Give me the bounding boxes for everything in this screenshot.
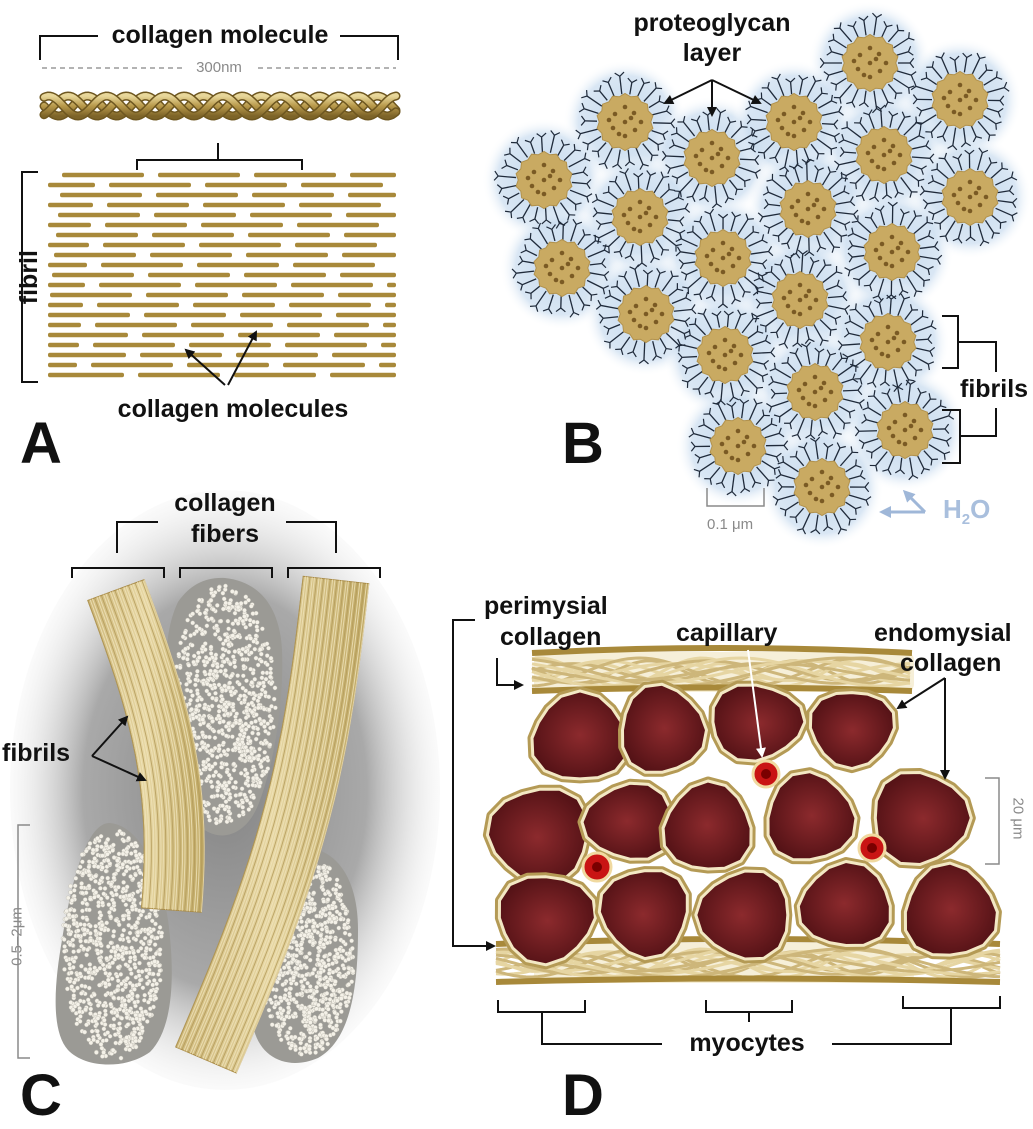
collagen-fibers-label-2: fibers (190, 520, 260, 548)
proteoglycan-arrow-1 (663, 79, 713, 104)
fibril-connector (136, 143, 303, 170)
myocyte-bracket-3 (832, 996, 1001, 1045)
panel-b (482, 1, 1032, 549)
fiber-bracket-middle (179, 567, 273, 578)
scale-bar-d (985, 777, 1000, 865)
capillary-arrow (747, 649, 766, 758)
panel-letter-c: C (20, 1063, 62, 1128)
molecule-arrow-right (227, 330, 257, 386)
panel-letter-a: A (20, 411, 62, 476)
fibril-dots (60, 583, 356, 1061)
fibrils-label-c: fibrils (2, 739, 71, 767)
molecule-bracket (39, 35, 399, 60)
scale-label-b: 0.1 μm (707, 516, 754, 533)
capillary-label: capillary (676, 619, 778, 647)
panel-d (452, 619, 1002, 1045)
capillaries (581, 759, 887, 883)
endomysial-label-2: collagen (900, 649, 1002, 677)
panel-letter-d: D (562, 1063, 604, 1128)
water-label: H2O (943, 494, 991, 529)
collagen-molecules-label: collagen molecules (117, 395, 349, 423)
myocyte-bracket-2 (705, 1000, 793, 1022)
endomysial-label-1: endomysial (874, 619, 1012, 647)
panel-a (21, 35, 401, 386)
proteoglycan-arrow-3 (711, 79, 762, 105)
fibrils-label-b: fibrils (960, 375, 1029, 403)
myocytes (482, 679, 1002, 970)
fiber-bracket-right (287, 567, 381, 578)
triple-helix-icon (39, 91, 401, 121)
scale-label-d: 20 μm (1009, 797, 1027, 840)
collagen-molecule-label: collagen molecule (111, 21, 329, 49)
collagen-fiber-right (175, 575, 370, 1074)
proteoglycan-label: proteoglycan (633, 9, 791, 37)
molecule-arrow-left (184, 348, 226, 386)
fibril-label: fibril (14, 250, 43, 305)
perimysial-bracket (452, 619, 496, 951)
perimysium-top (531, 645, 914, 694)
fibrils-bracket-top (942, 315, 997, 372)
fibrils-arrow-1 (91, 715, 129, 757)
myocytes-label: myocytes (689, 1029, 805, 1057)
perimysial-label-1: perimysial (484, 592, 608, 620)
water-arrow-2 (902, 489, 927, 514)
fibril-cross-sections (493, 12, 1018, 535)
scale-bar-b (706, 488, 765, 507)
length-label: 300nm (182, 59, 256, 76)
layer-label: layer (682, 39, 742, 67)
fiber-bracket-left (71, 567, 165, 578)
fibrils-arrow-2 (91, 755, 147, 782)
perimysial-arrow (496, 658, 524, 690)
scale-label-c: 0.5–2μm (8, 907, 26, 966)
collagen-fibers-label-1: collagen (174, 489, 276, 517)
fibers-bracket (116, 521, 337, 553)
myocyte-bracket-1 (497, 1000, 662, 1045)
staggered-molecules (48, 172, 396, 378)
panel-letter-b: B (562, 411, 604, 476)
panel-c (10, 490, 440, 1090)
fibril-bracket (21, 171, 38, 383)
perimysial-label-2: collagen (500, 623, 602, 651)
endomysial-arrow-1 (896, 677, 946, 710)
scale-bar-c (17, 824, 30, 1059)
collagen-fiber-left (87, 578, 205, 913)
fibrils-bracket-bottom (942, 408, 997, 464)
